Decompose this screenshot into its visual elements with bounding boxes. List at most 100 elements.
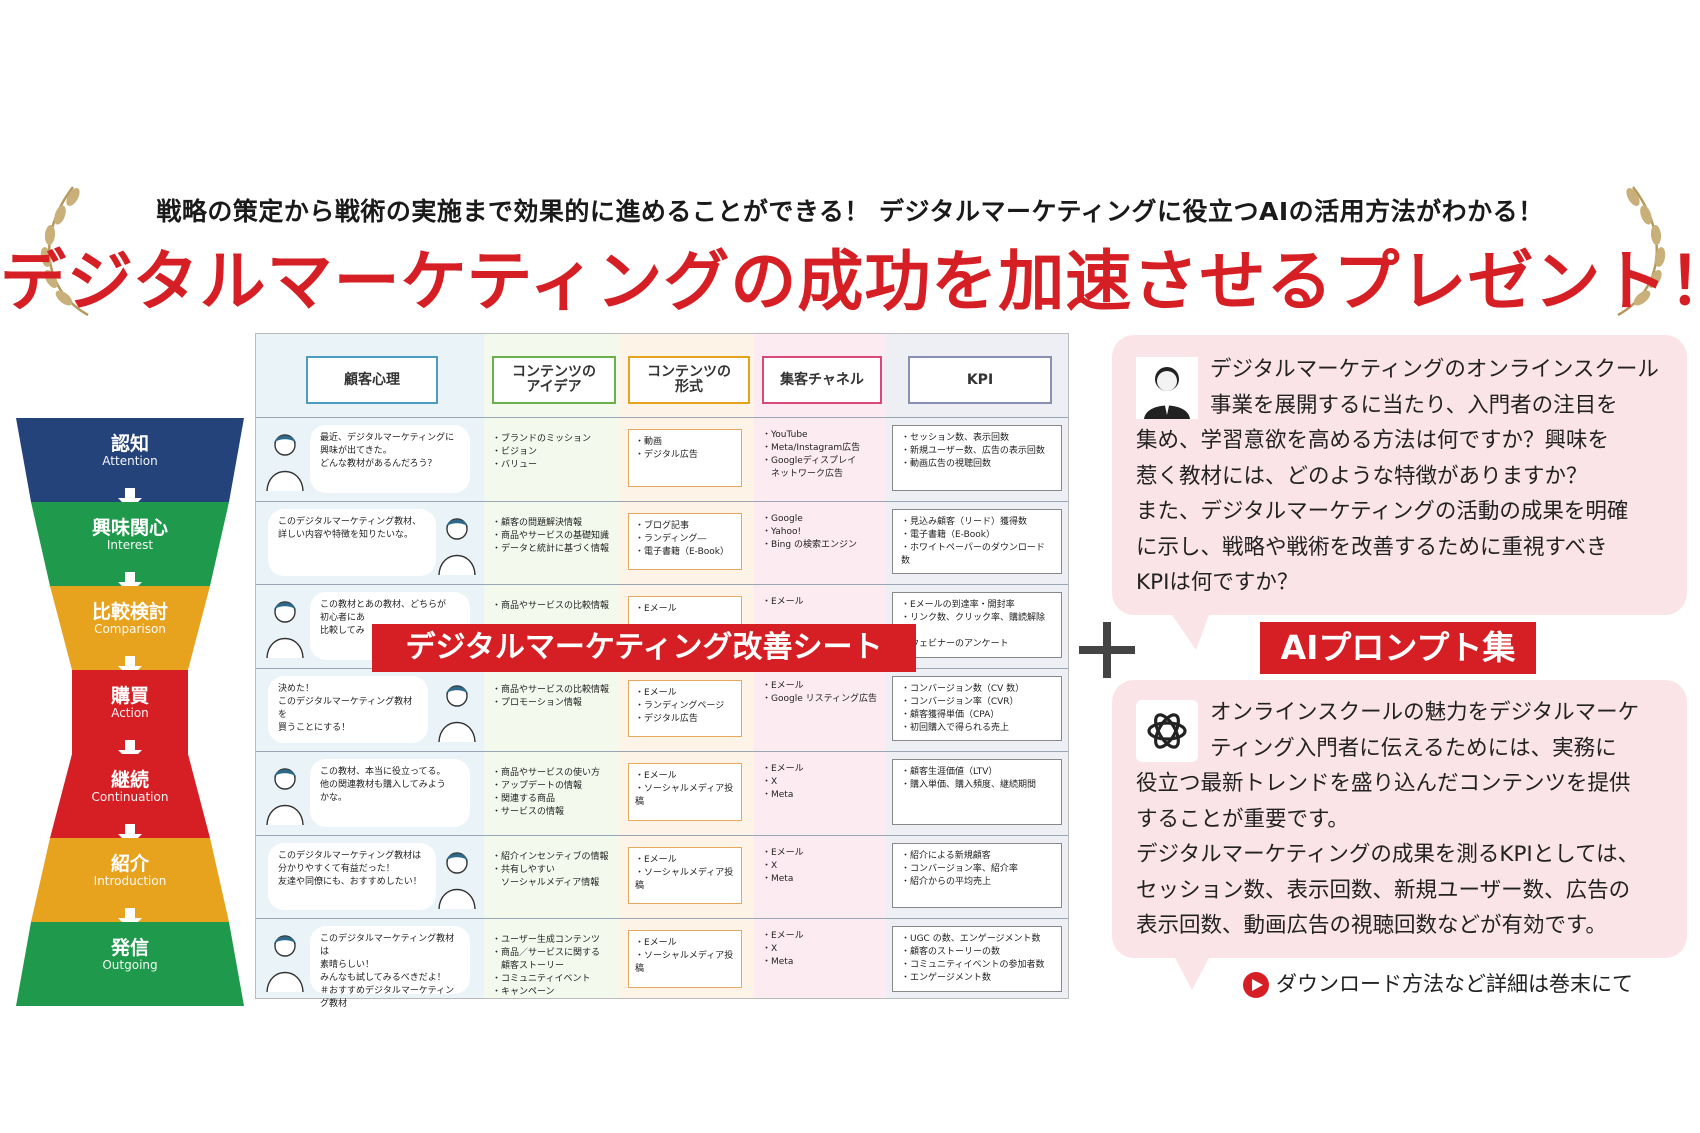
person-illustration [266,768,304,825]
kpi-cell: ・顧客生涯価値（LTV） ・購入単価、購入頻度、継続期間 [892,759,1062,825]
person-illustration [438,517,476,575]
question-line: デジタルマーケティングのオンラインスクール [1210,357,1659,382]
answer-line: することが重要です。 [1136,806,1349,832]
funnel-stage-shape [50,586,210,670]
row-divider [256,500,1068,502]
content-format-cell: ・Eメール ・ソーシャルメディア投稿 [628,930,742,988]
openai-logo-icon [1136,700,1198,762]
funnel-stage-english: Outgoing [102,958,158,972]
content-idea-cell: ・商品やサービスの使い方 ・アップデートの情報 ・関連する商品 ・サービスの情報 [492,768,601,817]
person-illustration [438,851,476,909]
kpi-cell: ・UGC の数、エンゲージメント数 ・顧客のストーリーの数 ・コミュニティイベン… [892,926,1062,992]
channel-cell: ・Google ・Yahoo! ・Bing の検索エンジン [762,513,857,550]
sheet-header: コンテンツの アイデア [492,356,616,404]
question-panel [1112,335,1687,615]
customer-speech-bubble: 最近、デジタルマーケティングに 興味が出てきた。 どんな教材があるんだろう？ [310,425,470,493]
customer-speech-bubble: このデジタルマーケティング教材は 素晴らしい！ みんなも試してみるべきだよ！ ＃… [310,926,470,1009]
row-divider [256,751,1068,752]
arrow-down-icon [125,572,135,582]
arrow-down-icon [125,908,135,918]
customer-speech-bubble: この教材、本当に役立ってる。 他の関連教材も購入してみよう かな。 [310,759,470,827]
row-divider [256,834,1068,836]
question-line: 集め、学習意欲を高める方法は何ですか？興味を [1136,428,1610,453]
channel-cell: ・Eメール ・X ・Meta [762,931,804,967]
answer-line: 表示回数、動画広告の視聴回数などが有効です。 [1136,913,1607,938]
sheet-header: 集客チャネル [762,356,882,404]
laurel-left-icon [40,186,89,317]
funnel-stage-shape [16,418,244,502]
arrow-down-icon [125,740,135,750]
person-illustration [266,601,304,658]
customer-speech-bubble: このデジタルマーケティング教材、 詳しい内容や特徴を知りたいな。 [268,508,436,576]
person-illustration [266,935,304,992]
question-text: デジタルマーケティングのオンラインスクール事業を展開するに当たり、入門者の注目を… [1136,352,1676,601]
sheet-banner: デジタルマーケティング改善シート [372,624,916,672]
funnel-stage-shape [31,838,229,922]
funnel-stage-label: 発信 [110,937,149,959]
arrow-down-icon [125,656,135,666]
funnel-stage-english: Attention [102,454,158,468]
download-text: ダウンロード方法など詳細は巻末にて [1276,972,1633,996]
kpi-cell: ・セッション数、表示回数 ・新規ユーザー数、広告の表示回数 ・動画広告の視聴回数 [892,425,1062,491]
question-line: 惹く教材には、どのような特徴がありますか？ [1136,463,1588,489]
kpi-cell: ・紹介による新規顧客 ・コンバージョン率、紹介率 ・紹介からの平均売上 [892,842,1062,908]
subtitle: 戦略の策定から戦術の実施まで効果的に進めることができる！ デジタルマーケティング… [156,197,1544,226]
funnel-stage-shape [31,502,229,586]
answer-line: デジタルマーケティングの成果を測るKPIとしては、 [1136,842,1640,867]
kpi-cell: ・コンバージョン数（CV 数） ・コンバージョン率（CVR） ・顧客獲得単価（C… [892,675,1062,741]
funnel-stage-label: 紹介 [110,853,149,875]
funnel-stage-shape [72,670,188,754]
channel-cell: ・Eメール ・Google リスティング広告 [762,680,878,704]
funnel-stage-label: 認知 [110,433,149,455]
content-idea-cell: ・ユーザー生成コンテンツ ・商品／サービスに関する 顧客ストーリー ・コミュニテ… [492,935,601,997]
row-divider [256,918,1068,919]
kpi-cell: ・Eメールの到達率・開封率 ・リンク数、クリック率、購読解除率 ・ウェビナーのア… [892,592,1062,658]
sheet-header: KPI [908,356,1052,404]
funnel-stage-english: Introduction [93,874,167,888]
content-idea-cell: ・顧客の問題解決情報 ・商品やサービスの基礎知識 ・データと統計に基づく情報 [492,517,610,554]
content-idea-cell: ・商品やサービスの比較情報 [492,601,610,611]
prompt-collection-label: AIプロンプト集 [1260,622,1536,674]
row-divider [256,417,1068,418]
content-idea-cell: ・ブランドのミッション ・ビジョン ・バリュー [492,434,592,470]
answer-panel [1112,680,1687,958]
channel-cell: ・YouTube ・Meta/Instagram広告 ・Googleディスプレイ… [762,430,861,479]
answer-line: ティング入門者に伝えるためには、実務に [1210,735,1617,761]
channel-cell: ・Eメール ・X ・Meta [762,764,804,800]
content-format-cell: ・ブログ記事 ・ランディング― ・電子書籍（E-Book） [628,512,742,570]
download-note: ダウンロード方法など詳細は巻末にて [1242,968,1633,998]
content-format-cell: ・Eメール ・ソーシャルメディア投稿 [628,846,742,904]
plus-icon [1079,622,1135,678]
customer-speech-bubble: 決めた！ このデジタルマーケティング教材を 買うことにする！ [268,675,428,743]
content-format-cell: ・Eメール ・ランディングページ ・デジタル広告 [628,679,742,737]
funnel-stage-label: 比較検討 [91,601,168,623]
customer-speech-bubble: このデジタルマーケティング教材は 分かりやすくて有益だった！ 友達や同僚にも、お… [268,842,436,910]
answer-line: セッション数、表示回数、新規ユーザー数、広告の [1136,877,1631,903]
question-line: また、デジタルマーケティングの活動の成果を明確 [1136,499,1629,524]
answer-text: オンラインスクールの魅力をデジタルマーケティング入門者に伝えるためには、実務に役… [1136,695,1676,944]
question-bubble-tail [1170,612,1210,650]
person-illustration [266,434,304,491]
question-line: に示し、戦略や戦術を改善するために重視すべき [1136,534,1608,560]
answer-line: 役立つ最新トレンドを盛り込んだコンテンツを提供 [1136,771,1631,796]
content-format-cell: ・Eメール ・ソーシャルメディア投稿 [628,763,742,821]
funnel-stage-english: Comparison [94,622,166,636]
channel-cell: ・Eメール ・X ・Meta [762,847,804,884]
content-format-cell: ・動画 ・デジタル広告 [628,429,742,487]
channel-cell: ・Eメール [762,597,804,607]
kpi-cell: ・見込み顧客（リード）獲得数 ・電子書籍（E-Book） ・ホワイトペーパーのダ… [892,508,1062,574]
answer-bubble-tail [1172,952,1212,990]
funnel-stage-label: 購買 [110,685,149,707]
play-icon [1243,972,1269,998]
funnel-stage-english: Action [111,706,149,720]
funnel-stage-shape [50,754,210,838]
arrow-down-icon [125,488,135,498]
person-illustration [438,684,476,742]
